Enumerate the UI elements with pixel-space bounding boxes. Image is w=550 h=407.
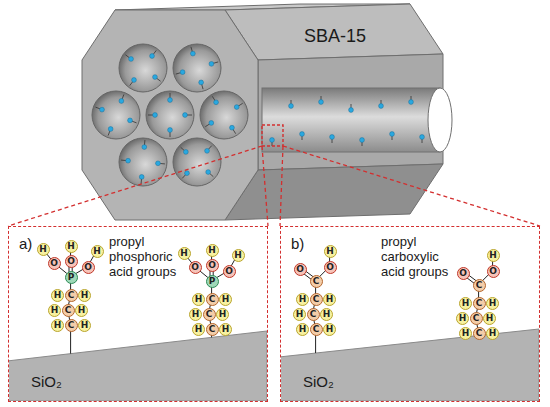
- atom-symbol: O: [82, 261, 95, 274]
- atom-symbol: H: [75, 304, 88, 317]
- open-pore: [262, 88, 452, 152]
- zoom-square: [262, 125, 283, 146]
- atom-symbol: H: [91, 245, 104, 258]
- atom-symbol: H: [78, 319, 91, 332]
- atom-symbol: O: [294, 263, 307, 276]
- atom-symbol: H: [192, 293, 205, 306]
- material-label: SiO₂: [31, 373, 62, 390]
- atom-symbol: H: [78, 289, 91, 302]
- functional-groups: [95, 47, 424, 184]
- pores: [92, 44, 248, 186]
- atom-symbol: C: [473, 327, 486, 340]
- atom-symbol: C: [310, 323, 323, 336]
- atom-symbol: H: [192, 323, 205, 336]
- atom-symbol: C: [473, 279, 486, 292]
- atom-symbol: H: [189, 308, 202, 321]
- group-description: propyl phosphoric acid groups: [109, 235, 181, 280]
- silica-block: [82, 4, 443, 220]
- panel-letter: b): [291, 235, 304, 252]
- atom-symbol: H: [459, 297, 472, 310]
- atom-symbol: C: [206, 293, 219, 306]
- atom-symbol: H: [320, 308, 333, 321]
- material-label: SBA-15: [304, 26, 366, 47]
- zoom-inset: b)propyl carboxylic acid groupsSiO₂OHOCH…: [280, 226, 540, 402]
- atom-symbol: C: [310, 293, 323, 306]
- atom-symbol: H: [65, 240, 78, 253]
- atom-symbol: O: [206, 259, 219, 272]
- silica-block: SBA-15: [82, 0, 445, 225]
- atom-symbol: C: [65, 319, 78, 332]
- atom-symbol: P: [65, 271, 78, 284]
- group-description: propyl carboxylic acid groups: [381, 235, 457, 280]
- atom-symbol: H: [483, 312, 496, 325]
- atom-symbol: H: [178, 247, 191, 260]
- atom-symbol: H: [51, 319, 64, 332]
- atom-symbol: O: [487, 265, 500, 278]
- atom-symbol: H: [296, 293, 309, 306]
- material-label: SiO₂: [303, 373, 334, 390]
- atom-symbol: O: [324, 261, 337, 274]
- atom-symbol: O: [48, 257, 61, 270]
- atom-symbol: O: [457, 267, 470, 280]
- atom-symbol: C: [473, 297, 486, 310]
- atom-symbol: C: [470, 312, 483, 325]
- atom-symbol: H: [219, 293, 232, 306]
- atom-symbol: H: [219, 323, 232, 336]
- zoom-inset: a)propyl phosphoric acid groupsSiO₂HOHOH…: [8, 226, 268, 402]
- atom-symbol: P: [206, 275, 219, 288]
- atom-symbol: H: [323, 293, 336, 306]
- atom-symbol: H: [486, 297, 499, 310]
- atom-symbol: C: [310, 275, 323, 288]
- atom-symbol: H: [296, 323, 309, 336]
- atom-symbol: H: [487, 249, 500, 262]
- atom-symbol: H: [37, 243, 50, 256]
- atom-symbol: C: [65, 289, 78, 302]
- atom-symbol: O: [189, 261, 202, 274]
- atom-symbol: H: [51, 289, 64, 302]
- atom-symbol: H: [486, 327, 499, 340]
- atom-symbol: C: [307, 308, 320, 321]
- atom-symbol: H: [216, 308, 229, 321]
- atom-symbol: H: [459, 327, 472, 340]
- atom-symbol: C: [203, 308, 216, 321]
- panel-letter: a): [19, 235, 32, 252]
- atom-symbol: H: [206, 244, 219, 257]
- zoom-line: [8, 146, 268, 226]
- atom-symbol: C: [62, 304, 75, 317]
- atom-symbol: O: [223, 265, 236, 278]
- atom-symbol: C: [206, 323, 219, 336]
- atom-symbol: H: [293, 308, 306, 321]
- atom-symbol: H: [48, 304, 61, 317]
- atom-symbol: H: [324, 245, 337, 258]
- atom-symbol: H: [232, 249, 245, 262]
- atom-symbol: H: [323, 323, 336, 336]
- zoom-line: [280, 146, 540, 226]
- atom-symbol: O: [65, 255, 78, 268]
- atom-symbol: H: [456, 312, 469, 325]
